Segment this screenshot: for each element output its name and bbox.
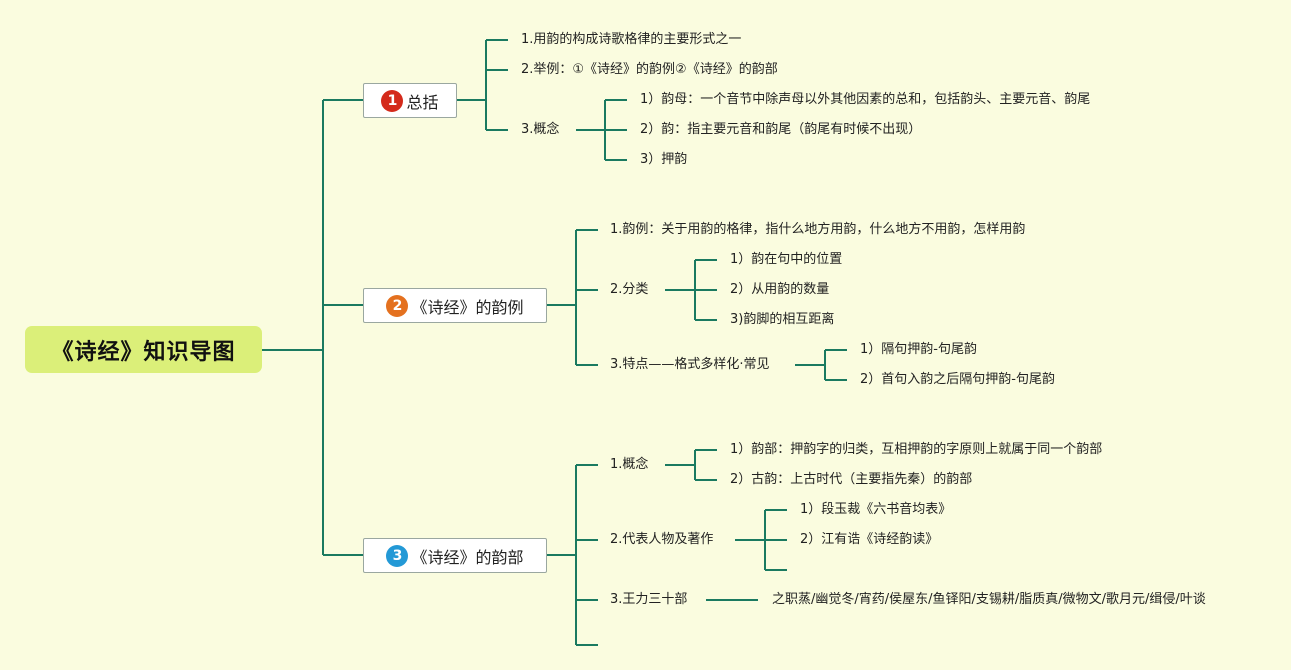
- node-text[interactable]: 3)韵脚的相互距离: [730, 312, 835, 327]
- branch-rhyme-examples[interactable]: 2 《诗经》的韵例: [363, 288, 547, 323]
- node-text[interactable]: 2）江有诰《诗经韵读》: [800, 532, 939, 547]
- node-text[interactable]: 1）段玉裁《六书音均表》: [800, 502, 952, 517]
- node-text[interactable]: 2.代表人物及著作: [610, 532, 714, 547]
- branch-rhyme-groups[interactable]: 3 《诗经》的韵部: [363, 538, 547, 573]
- root-node[interactable]: 《诗经》知识导图: [25, 326, 262, 373]
- node-text[interactable]: 1）韵部：押韵字的归类，互相押韵的字原则上就属于同一个韵部: [730, 442, 1103, 457]
- node-text[interactable]: 1）韵在句中的位置: [730, 252, 843, 267]
- node-text[interactable]: 2）首句入韵之后隔句押韵-句尾韵: [860, 372, 1055, 387]
- number-badge-2: 2: [386, 294, 409, 317]
- node-text[interactable]: 1）隔句押韵-句尾韵: [860, 342, 977, 357]
- node-text[interactable]: 2.举例：①《诗经》的韵例②《诗经》的韵部: [521, 62, 778, 77]
- node-text[interactable]: 3.特点——格式多样化·常见: [610, 357, 770, 372]
- node-text[interactable]: 1.概念: [610, 457, 649, 472]
- branch-title: 总括: [406, 92, 439, 112]
- branch-summary[interactable]: 1 总括: [363, 83, 457, 118]
- node-text[interactable]: 1.用韵的构成诗歌格律的主要形式之一: [521, 32, 742, 47]
- node-text[interactable]: 3）押韵: [640, 152, 688, 167]
- branch-title: 《诗经》的韵部: [411, 547, 524, 567]
- node-text[interactable]: 2.分类: [610, 282, 649, 297]
- node-text[interactable]: 之职蒸/幽觉冬/宵药/侯屋东/鱼铎阳/支锡耕/脂质真/微物文/歌月元/缉侵/叶谈: [772, 592, 1206, 607]
- node-text[interactable]: 1）韵母：一个音节中除声母以外其他因素的总和，包括韵头、主要元音、韵尾: [640, 92, 1091, 107]
- number-badge-3: 3: [386, 544, 409, 567]
- number-badge-1: 1: [381, 89, 404, 112]
- node-text[interactable]: 3.王力三十部: [610, 592, 688, 607]
- node-text[interactable]: 1.韵例：关于用韵的格律，指什么地方用韵，什么地方不用韵，怎样用韵: [610, 222, 1026, 237]
- node-text[interactable]: 2）从用韵的数量: [730, 282, 830, 297]
- node-text[interactable]: 3.概念: [521, 122, 560, 137]
- branch-title: 《诗经》的韵例: [411, 297, 524, 317]
- node-text[interactable]: 2）韵：指主要元音和韵尾（韵尾有时候不出现）: [640, 122, 922, 137]
- node-text[interactable]: 2）古韵：上古时代（主要指先秦）的韵部: [730, 472, 973, 487]
